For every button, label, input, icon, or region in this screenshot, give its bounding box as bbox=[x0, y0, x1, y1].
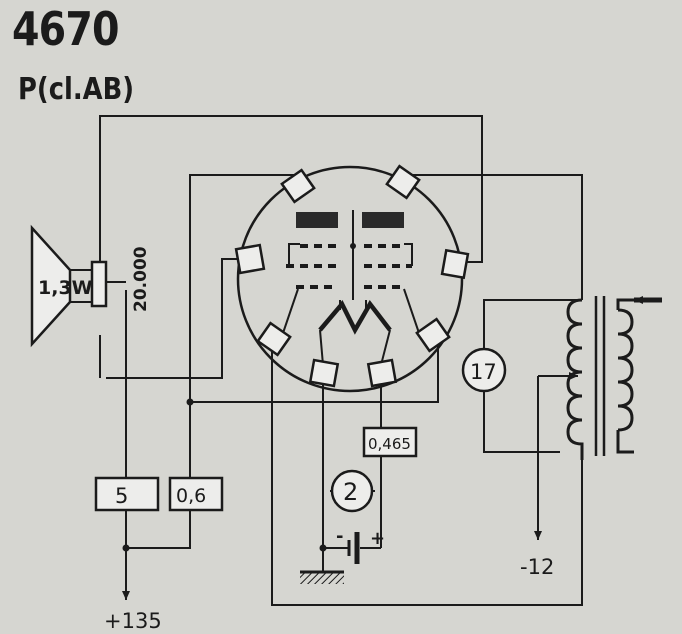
speaker-symbol bbox=[30, 224, 126, 348]
meter-17-symbol bbox=[461, 347, 507, 393]
tube-pins bbox=[234, 164, 470, 388]
supply-plus-label: +135 bbox=[104, 609, 162, 633]
transformer-ratio-label: 20.000 bbox=[131, 246, 151, 312]
resistor-5-label: 5 bbox=[115, 484, 128, 508]
battery-minus-label: - bbox=[336, 526, 343, 547]
page-title: 4670 bbox=[12, 2, 120, 56]
resistor-0465-label: 0,465 bbox=[368, 435, 411, 453]
input-transformer bbox=[566, 296, 634, 460]
junction-dots bbox=[122, 243, 356, 552]
resistor-06-label: 0,6 bbox=[176, 485, 206, 507]
supply-minus-label: -12 bbox=[520, 555, 554, 579]
tube-envelope bbox=[236, 165, 464, 393]
speaker-power-label: 1,3W bbox=[38, 277, 93, 299]
resistor-06-box bbox=[168, 476, 224, 512]
ground-symbol bbox=[300, 572, 344, 584]
resistor-0465-box bbox=[362, 426, 418, 458]
battery-plus-label: + bbox=[370, 528, 385, 549]
page-subtitle: P(cl.AB) bbox=[18, 72, 135, 107]
meter-2-symbol bbox=[330, 469, 374, 513]
battery-symbol bbox=[347, 532, 360, 564]
tube-electrodes bbox=[281, 210, 421, 366]
resistor-5-box bbox=[94, 476, 160, 512]
meter-17-label: 17 bbox=[470, 360, 497, 384]
meter-2-label: 2 bbox=[343, 478, 358, 506]
wiring bbox=[99, 115, 662, 606]
